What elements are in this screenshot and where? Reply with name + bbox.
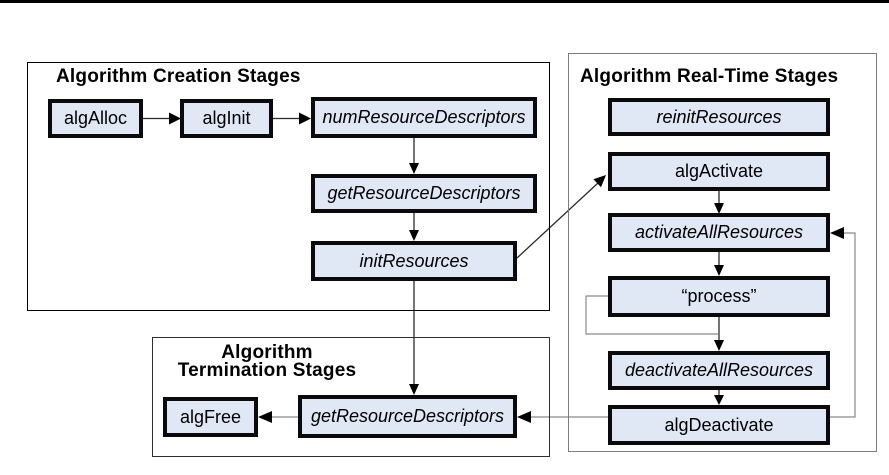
group-realtime-stages [568,53,877,452]
node-initresources[interactable]: initResources [311,241,517,281]
node-reinitresources[interactable]: reinitResources [608,98,830,136]
top-rule [0,0,889,3]
group-title-realtime: Algorithm Real-Time Stages [580,66,839,87]
node-getresourcedescriptors-termination[interactable]: getResourceDescriptors [298,395,517,438]
node-algfree[interactable]: algFree [163,397,258,437]
node-activateallresources[interactable]: activateAllResources [608,213,830,252]
node-algactivate[interactable]: algActivate [608,152,830,191]
group-title-termination-line2: Termination Stages [177,360,357,381]
node-process[interactable]: “process” [608,276,830,317]
node-deactivateallresources[interactable]: deactivateAllResources [608,351,830,390]
group-title-termination-line1: Algorithm [221,342,313,363]
group-title-termination: Algorithm Termination Stages [167,342,367,381]
node-alginit[interactable]: algInit [180,99,273,138]
node-numresourcedescriptors[interactable]: numResourceDescriptors [311,97,537,138]
node-algdeactivate[interactable]: algDeactivate [608,405,830,445]
node-getresourcedescriptors[interactable]: getResourceDescriptors [311,174,537,213]
group-creation-stages [27,62,550,311]
group-termination-stages [152,337,550,457]
node-algalloc[interactable]: algAlloc [48,99,143,138]
group-title-creation: Algorithm Creation Stages [56,66,301,87]
